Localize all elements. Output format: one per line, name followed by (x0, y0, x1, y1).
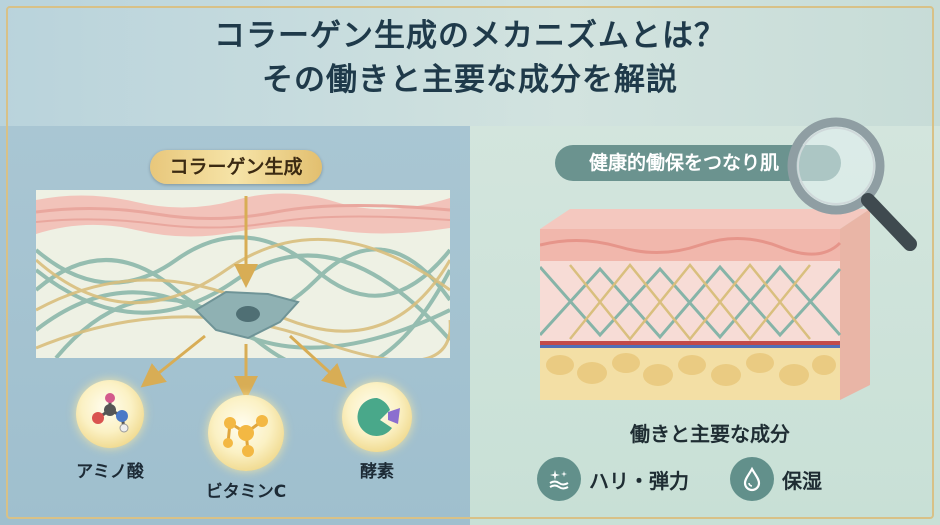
process-arrows (0, 126, 470, 525)
sparkle-skin-icon (537, 457, 581, 501)
collagen-fiber-illustration (36, 190, 450, 358)
title-line-1: コラーゲン生成のメカニズムとは？ (214, 18, 726, 54)
molecule-icon (76, 380, 144, 448)
water-drop-icon (730, 457, 774, 501)
feature-moisture: 保湿 (730, 457, 822, 501)
magnifying-glass-icon (770, 108, 930, 258)
feature-label-moisture: 保湿 (782, 468, 822, 493)
collagen-production-badge: コラーゲン生成 (150, 150, 322, 184)
nutrient-label-enzyme: 酵素 (360, 462, 394, 482)
enzyme-icon (342, 382, 412, 452)
feature-label-elasticity: ハリ・弾力 (589, 468, 689, 493)
header-band (0, 0, 940, 126)
skin-cross-section-illustration (540, 195, 870, 405)
page-title: コラーゲン生成のメカニズムとは？ その働きと主要な成分を解説 (0, 14, 940, 102)
key-components-heading: 働きと主要な成分 (630, 422, 790, 446)
nutrient-label-vitamin-c: ビタミンC (205, 482, 287, 502)
vitamin-c-icon (208, 395, 284, 471)
nutrient-label-amino-acid: アミノ酸 (76, 462, 144, 482)
feature-elasticity: ハリ・弾力 (537, 457, 689, 501)
title-line-2: その働きと主要な成分を解説 (262, 62, 678, 98)
